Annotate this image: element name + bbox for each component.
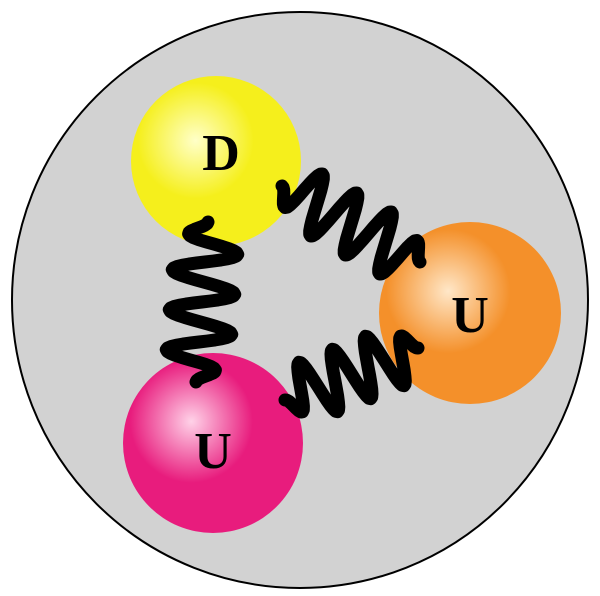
quark-up-right-label: U (451, 287, 489, 344)
quark-up-right: U (379, 222, 561, 404)
gluon-spring-u-u (278, 329, 425, 419)
quark-up-bottom: U (123, 353, 303, 533)
quark-up-right-sphere (379, 222, 561, 404)
gluon-spring-d-u-bottom (159, 215, 245, 389)
quark-up-bottom-label: U (194, 423, 232, 480)
quark-down: D (131, 76, 301, 246)
quark-down-label: D (202, 125, 240, 182)
gluon-spring-d-u-right (275, 167, 427, 281)
quark-up-bottom-sphere (123, 353, 303, 533)
quark-down-sphere (131, 76, 301, 246)
